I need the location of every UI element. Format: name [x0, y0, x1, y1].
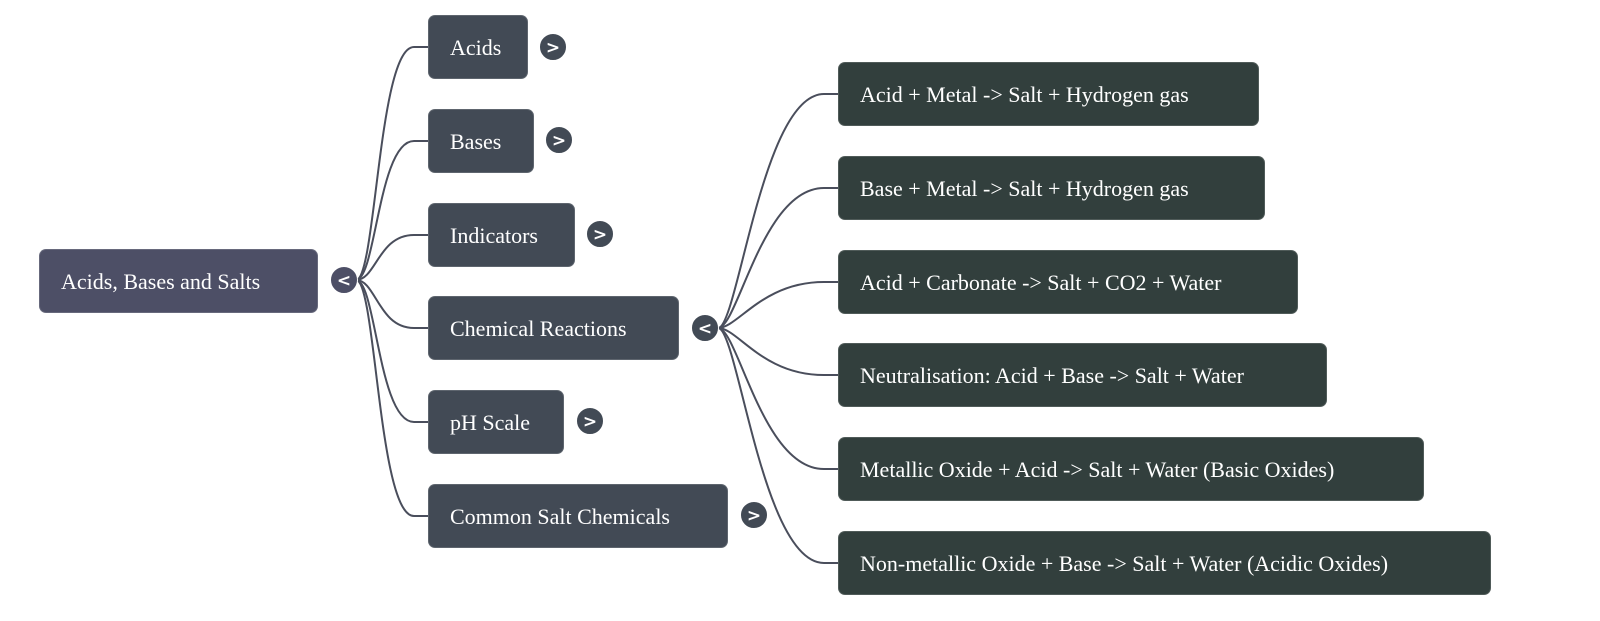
branch-label: Acids [450, 35, 502, 60]
branch-label: pH Scale [450, 410, 531, 435]
reaction-link [717, 281, 838, 329]
reaction-link [717, 327, 838, 470]
branch-link [355, 140, 428, 281]
branch-node-bases[interactable]: Bases [428, 109, 534, 173]
reaction-node[interactable]: Base + Metal -> Salt + Hydrogen gas [838, 156, 1265, 220]
branch-label: Common Salt Chemicals [450, 504, 670, 529]
expand-icon[interactable]: > [576, 407, 604, 435]
expand-icon[interactable]: > [545, 126, 573, 154]
branch-node-indicators[interactable]: Indicators [428, 203, 575, 267]
collapse-icon[interactable]: < [691, 314, 719, 342]
root-collapse-icon[interactable]: < [330, 266, 358, 294]
branch-label: Bases [450, 129, 502, 154]
branch-label: Indicators [450, 223, 538, 248]
branch-label: Chemical Reactions [450, 316, 627, 341]
reaction-node[interactable]: Non-metallic Oxide + Base -> Salt + Wate… [838, 531, 1491, 595]
reaction-label: Acid + Metal -> Salt + Hydrogen gas [860, 82, 1189, 107]
branch-link [355, 234, 428, 281]
reaction-label: Non-metallic Oxide + Base -> Salt + Wate… [860, 551, 1389, 576]
branch-link [355, 279, 428, 329]
reaction-label: Acid + Carbonate -> Salt + CO2 + Water [860, 270, 1222, 295]
reaction-link [717, 93, 838, 329]
root-node-label: Acids, Bases and Salts [61, 269, 261, 294]
reaction-link [717, 187, 838, 329]
expand-icon[interactable]: > [539, 33, 567, 61]
reaction-link [717, 327, 838, 376]
expand-icon[interactable]: > [740, 501, 768, 529]
branch-node-ph-scale[interactable]: pH Scale [428, 390, 564, 454]
root-node[interactable]: Acids, Bases and Salts [39, 249, 318, 313]
reaction-label: Metallic Oxide + Acid -> Salt + Water (B… [860, 457, 1335, 482]
branch-link [355, 46, 428, 281]
branch-node-chemical-reactions[interactable]: Chemical Reactions [428, 296, 679, 360]
reaction-label: Neutralisation: Acid + Base -> Salt + Wa… [860, 363, 1244, 388]
branch-node-common-salt-chemicals[interactable]: Common Salt Chemicals [428, 484, 728, 548]
branch-link [355, 279, 428, 517]
branch-node-acids[interactable]: Acids [428, 15, 528, 79]
reaction-node[interactable]: Acid + Metal -> Salt + Hydrogen gas [838, 62, 1259, 126]
reaction-node[interactable]: Neutralisation: Acid + Base -> Salt + Wa… [838, 343, 1327, 407]
reaction-node[interactable]: Acid + Carbonate -> Salt + CO2 + Water [838, 250, 1298, 314]
reaction-link [717, 327, 838, 564]
reaction-node[interactable]: Metallic Oxide + Acid -> Salt + Water (B… [838, 437, 1424, 501]
branch-link [355, 279, 428, 423]
reaction-label: Base + Metal -> Salt + Hydrogen gas [860, 176, 1189, 201]
expand-icon[interactable]: > [586, 220, 614, 248]
